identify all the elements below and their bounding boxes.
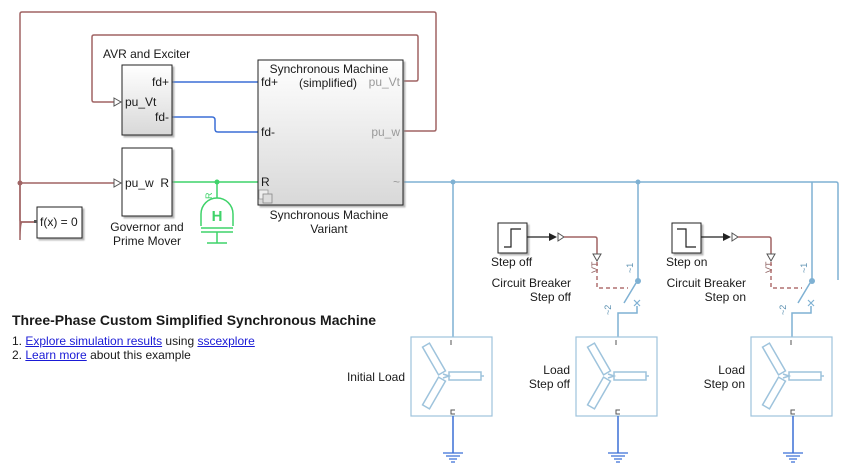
step-off-block[interactable]: [497, 222, 528, 254]
breaker-on-name-line1: Circuit Breaker: [667, 276, 746, 290]
circuit-breaker-on-block[interactable]: VT ~1 ~2: [764, 261, 815, 340]
machine-title-line1: Synchronous Machine: [270, 62, 389, 76]
machine-title-line2: (simplified): [299, 76, 357, 90]
breaker-off-port-vt: VT: [590, 261, 600, 273]
instruction-2: 2. Learn more about this example: [12, 348, 376, 362]
ps-converter-on-icon: [731, 232, 739, 242]
step-on-block[interactable]: [671, 222, 702, 254]
governor-port-pu-w: pu_w: [125, 176, 154, 190]
signal-line-pu-w-feedback[interactable]: [19, 11, 437, 241]
step-off-label: Step off: [491, 255, 533, 269]
instruction-1-text: using: [162, 334, 198, 348]
avr-block[interactable]: pu_Vt fd+ fd-: [121, 64, 173, 136]
avr-block-name: AVR and Exciter: [103, 47, 190, 61]
breaker-off-port-1: ~1: [625, 263, 635, 273]
governor-port-r: R: [160, 176, 169, 190]
learn-more-link[interactable]: Learn more: [25, 348, 87, 362]
step-down-icon: [677, 228, 696, 248]
breaker-on-port-2: ~2: [778, 305, 788, 315]
load-off-name-line2: Step off: [529, 377, 571, 391]
model-title: Three-Phase Custom Simplified Synchronou…: [12, 312, 377, 328]
machine-name-line2: Variant: [310, 222, 348, 236]
machine-port-fd-plus: fd+: [261, 75, 278, 89]
avr-input-arrow-icon: [113, 97, 123, 107]
signal-line-pu-w-to-solver[interactable]: [19, 183, 36, 223]
electrical-bus[interactable]: [404, 181, 839, 280]
signal-junction: [17, 180, 23, 186]
instruction-2-number: 2.: [12, 348, 23, 362]
explore-results-link[interactable]: Explore simulation results: [25, 334, 163, 348]
breaker-on-port-vt: VT: [764, 261, 774, 273]
electrical-ground-icon: [783, 416, 803, 463]
breaker-off-vt-arrow-icon: [592, 253, 602, 263]
instruction-1: 1. Explore simulation results using ssce…: [12, 334, 376, 348]
avr-port-fd-plus: fd+: [152, 75, 169, 89]
machine-port-ac: ~: [393, 175, 400, 189]
machine-port-pu-w: pu_w: [371, 125, 400, 139]
hydraulic-ref-h-label: H: [212, 208, 223, 225]
avr-port-pu-vt: pu_Vt: [125, 95, 157, 109]
instruction-2-text: about this example: [86, 348, 191, 362]
synchronous-machine-block[interactable]: Synchronous Machine (simplified) fd+ fd-…: [257, 59, 404, 206]
circuit-breaker-off-block[interactable]: VT ~1 ~2: [590, 261, 641, 340]
signal-line-to-breaker-on[interactable]: [738, 236, 772, 254]
governor-name-line1: Governor and: [110, 220, 183, 234]
step-off-output-arrow-icon: [549, 233, 557, 241]
initial-load-block[interactable]: [410, 336, 493, 417]
hydraulic-ref-port-label: R: [204, 192, 214, 199]
hydraulic-reference-block[interactable]: R H: [200, 192, 234, 244]
machine-name-line1: Synchronous Machine: [270, 208, 389, 222]
breaker-on-port-1: ~1: [799, 263, 809, 273]
ps-converter-off-icon: [557, 232, 565, 242]
load-on-name-line1: Load: [718, 363, 745, 377]
instruction-1-number: 1.: [12, 334, 23, 348]
governor-name-line2: Prime Mover: [113, 234, 181, 248]
breaker-off-port-2: ~2: [603, 305, 613, 315]
electrical-ground-icon: [608, 416, 628, 463]
load-step-on-block[interactable]: [750, 336, 833, 417]
electrical-ground-icon: [443, 416, 463, 463]
machine-port-pu-vt: pu_Vt: [369, 75, 401, 89]
initial-load-name: Initial Load: [347, 370, 405, 384]
sscexplore-link[interactable]: sscexplore: [197, 334, 255, 348]
machine-port-r: R: [261, 175, 270, 189]
load-off-name-line1: Load: [543, 363, 570, 377]
description-panel: Three-Phase Custom Simplified Synchronou…: [12, 312, 376, 362]
field-line-fd-minus[interactable]: [172, 116, 258, 133]
signal-line-pu-vt-feedback[interactable]: [91, 34, 419, 103]
avr-port-fd-minus: fd-: [155, 110, 169, 124]
signal-line-to-breaker-off[interactable]: [564, 236, 598, 254]
governor-input-arrow-icon: [113, 178, 123, 188]
load-on-name-line2: Step on: [704, 377, 745, 391]
machine-port-fd-minus: fd-: [261, 125, 275, 139]
step-on-label: Step on: [666, 255, 707, 269]
solver-label: f(x) = 0: [40, 215, 78, 229]
step-on-output-arrow-icon: [723, 233, 731, 241]
breaker-off-name-line1: Circuit Breaker: [492, 276, 571, 290]
step-up-icon: [504, 228, 521, 248]
breaker-on-name-line2: Step on: [705, 290, 746, 304]
governor-block[interactable]: pu_w R: [121, 147, 173, 217]
variant-icon: [258, 189, 273, 204]
load-step-off-block[interactable]: [575, 336, 658, 417]
solver-configuration-block[interactable]: f(x) = 0: [34, 206, 83, 239]
breaker-on-vt-arrow-icon: [766, 253, 776, 263]
breaker-off-name-line2: Step off: [530, 290, 572, 304]
